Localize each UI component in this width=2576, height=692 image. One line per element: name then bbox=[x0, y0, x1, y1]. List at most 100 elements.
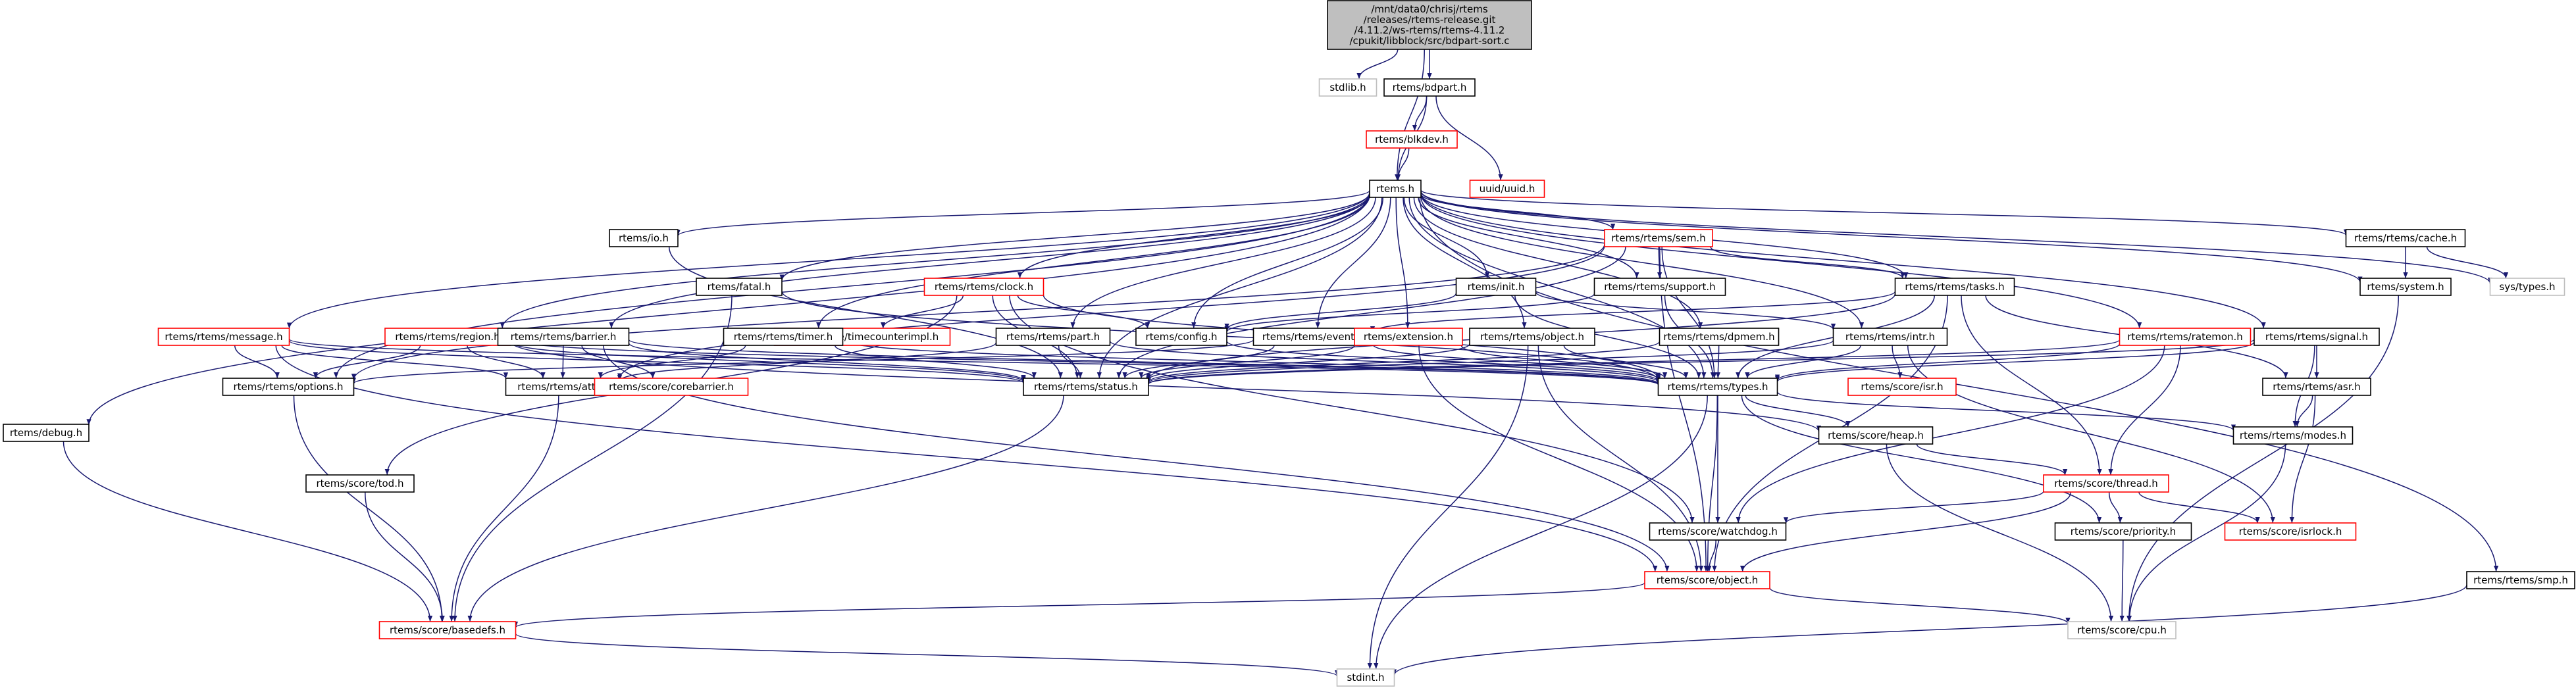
node-status[interactable]: rtems/rtems/status.h bbox=[1023, 378, 1149, 396]
edge-path bbox=[1775, 341, 2255, 383]
node-tod[interactable]: rtems/score/tod.h bbox=[305, 474, 415, 493]
node-label: /cpukit/libblock/src/bdpart-sort.c bbox=[1349, 35, 1509, 47]
node-region[interactable]: rtems/rtems/region.h bbox=[384, 328, 511, 346]
edge-path bbox=[1420, 193, 2142, 329]
node-label: rtems/rtems/status.h bbox=[1034, 381, 1138, 393]
node-io[interactable]: rtems/io.h bbox=[609, 229, 679, 247]
edge-status-to-basedefs bbox=[467, 395, 1064, 622]
node-label: rtems/score/watchdog.h bbox=[1658, 526, 1778, 537]
node-root[interactable]: /mnt/data0/chrisj/rtems/releases/rtems-r… bbox=[1327, 0, 1532, 50]
edge-path bbox=[1775, 343, 2121, 381]
edge-path bbox=[816, 195, 1370, 329]
edge-message-to-status bbox=[288, 340, 1026, 384]
node-box bbox=[3, 424, 90, 442]
node-tasks[interactable]: rtems/rtems/tasks.h bbox=[1894, 278, 2015, 296]
node-bdpart[interactable]: rtems/bdpart.h bbox=[1383, 78, 1476, 97]
edge-event-to-options bbox=[351, 339, 1254, 384]
node-support[interactable]: rtems/rtems/support.h bbox=[1593, 278, 1726, 296]
edge-path bbox=[881, 295, 964, 329]
node-part[interactable]: rtems/rtems/part.h bbox=[995, 328, 1111, 346]
node-signal[interactable]: rtems/rtems/signal.h bbox=[2254, 328, 2380, 346]
node-heap[interactable]: rtems/score/heap.h bbox=[1818, 426, 1934, 445]
node-rtems[interactable]: rtems.h bbox=[1369, 180, 1422, 198]
node-message[interactable]: rtems/rtems/message.h bbox=[157, 328, 290, 346]
node-label: rtems/rtems/ratemon.h bbox=[2127, 331, 2243, 343]
edge-scoreobject-to-cpu bbox=[1769, 587, 2071, 624]
node-label: rtems/rtems/types.h bbox=[1667, 381, 1768, 393]
edge-path bbox=[2108, 345, 2181, 476]
node-timer[interactable]: rtems/rtems/timer.h bbox=[723, 328, 844, 346]
edge-path bbox=[1784, 491, 2044, 524]
node-extension[interactable]: rtems/extension.h bbox=[1354, 328, 1463, 346]
edge-path bbox=[2126, 443, 2286, 622]
node-init[interactable]: rtems/init.h bbox=[1455, 278, 1537, 296]
node-clock[interactable]: rtems/rtems/clock.h bbox=[923, 278, 1044, 296]
node-object[interactable]: rtems/rtems/object.h bbox=[1469, 328, 1595, 346]
edge-path bbox=[365, 491, 445, 622]
node-debug[interactable]: rtems/debug.h bbox=[3, 424, 90, 442]
node-basedefs[interactable]: rtems/score/basedefs.h bbox=[378, 621, 517, 639]
edge-message-to-types bbox=[288, 338, 1661, 385]
edge-path bbox=[1961, 295, 2102, 476]
edge-path bbox=[1745, 345, 1861, 379]
edge-path bbox=[515, 633, 1339, 677]
node-label: rtems/rtems/region.h bbox=[395, 331, 500, 343]
node-uuid[interactable]: uuid/uuid.h bbox=[1469, 180, 1545, 198]
edge-init-to-config bbox=[1224, 293, 1457, 330]
edge-path bbox=[1741, 395, 2102, 524]
node-watchdog[interactable]: rtems/score/watchdog.h bbox=[1649, 522, 1787, 541]
edge-path bbox=[1070, 197, 1376, 329]
edge-path bbox=[1146, 339, 1834, 383]
node-box bbox=[995, 328, 1111, 346]
node-box bbox=[1657, 378, 1778, 396]
node-types[interactable]: rtems/rtems/types.h bbox=[1657, 378, 1778, 396]
edge-path bbox=[351, 339, 1254, 384]
edge-rtems-to-system bbox=[1420, 191, 2363, 283]
node-barrier[interactable]: rtems/rtems/barrier.h bbox=[497, 328, 630, 346]
edge-rtems-to-cache bbox=[1420, 189, 2348, 236]
node-isrlock[interactable]: rtems/score/isrlock.h bbox=[2224, 522, 2357, 541]
node-modes[interactable]: rtems/rtems/modes.h bbox=[2232, 426, 2354, 445]
node-intr[interactable]: rtems/rtems/intr.h bbox=[1832, 328, 1948, 346]
node-smp[interactable]: rtems/rtems/smp.h bbox=[2466, 571, 2575, 589]
edge-ratemon-to-watchdog bbox=[1736, 345, 2165, 524]
node-options[interactable]: rtems/rtems/options.h bbox=[222, 378, 355, 396]
node-config[interactable]: rtems/config.h bbox=[1135, 328, 1227, 346]
edge-rtems-to-sem bbox=[1420, 193, 1616, 230]
node-thread[interactable]: rtems/score/thread.h bbox=[2043, 474, 2169, 493]
edge-path bbox=[1514, 295, 1701, 379]
node-dpmem[interactable]: rtems/rtems/dpmem.h bbox=[1659, 328, 1780, 346]
edge-thread-to-priority bbox=[2108, 491, 2123, 524]
node-stdint: stdint.h bbox=[1336, 668, 1395, 687]
node-sem[interactable]: rtems/rtems/sem.h bbox=[1604, 229, 1713, 247]
node-label: rtems/debug.h bbox=[10, 427, 82, 439]
edge-path bbox=[1435, 95, 1503, 181]
node-ratemon[interactable]: rtems/rtems/ratemon.h bbox=[2119, 328, 2252, 346]
node-asr[interactable]: rtems/rtems/asr.h bbox=[2262, 378, 2371, 396]
node-event[interactable]: rtems/rtems/event.h bbox=[1252, 328, 1374, 346]
node-system[interactable]: rtems/system.h bbox=[2359, 278, 2452, 296]
node-blkdev[interactable]: rtems/blkdev.h bbox=[1366, 130, 1458, 149]
node-box bbox=[2067, 621, 2177, 639]
edge-path bbox=[1395, 49, 1426, 181]
node-box bbox=[923, 278, 1044, 296]
edge-path bbox=[1392, 584, 2467, 676]
node-label: sys/types.h bbox=[2499, 281, 2555, 293]
edge-rtems-to-event bbox=[1315, 197, 1391, 329]
edge-rtems-to-debug bbox=[86, 193, 1370, 426]
node-fatal[interactable]: rtems/fatal.h bbox=[696, 278, 783, 296]
edge-cache-to-systypes bbox=[2426, 246, 2509, 279]
node-corebarrier[interactable]: rtems/score/corebarrier.h bbox=[594, 378, 749, 396]
edge-path bbox=[509, 341, 1821, 432]
edge-path bbox=[1146, 339, 2255, 385]
node-isr[interactable]: rtems/score/isr.h bbox=[1847, 378, 1957, 396]
edge-rtems-to-timer bbox=[816, 195, 1370, 329]
edge-scoreobject-to-basedefs bbox=[513, 582, 1645, 628]
node-cache[interactable]: rtems/rtems/cache.h bbox=[2345, 229, 2466, 247]
edge-path bbox=[1420, 191, 2363, 283]
node-scoreobject[interactable]: rtems/score/object.h bbox=[1644, 571, 1770, 589]
edge-path bbox=[1740, 491, 2072, 572]
node-priority[interactable]: rtems/score/priority.h bbox=[2054, 522, 2192, 541]
edge-path bbox=[1109, 340, 1661, 383]
edge-path bbox=[1146, 341, 1661, 383]
